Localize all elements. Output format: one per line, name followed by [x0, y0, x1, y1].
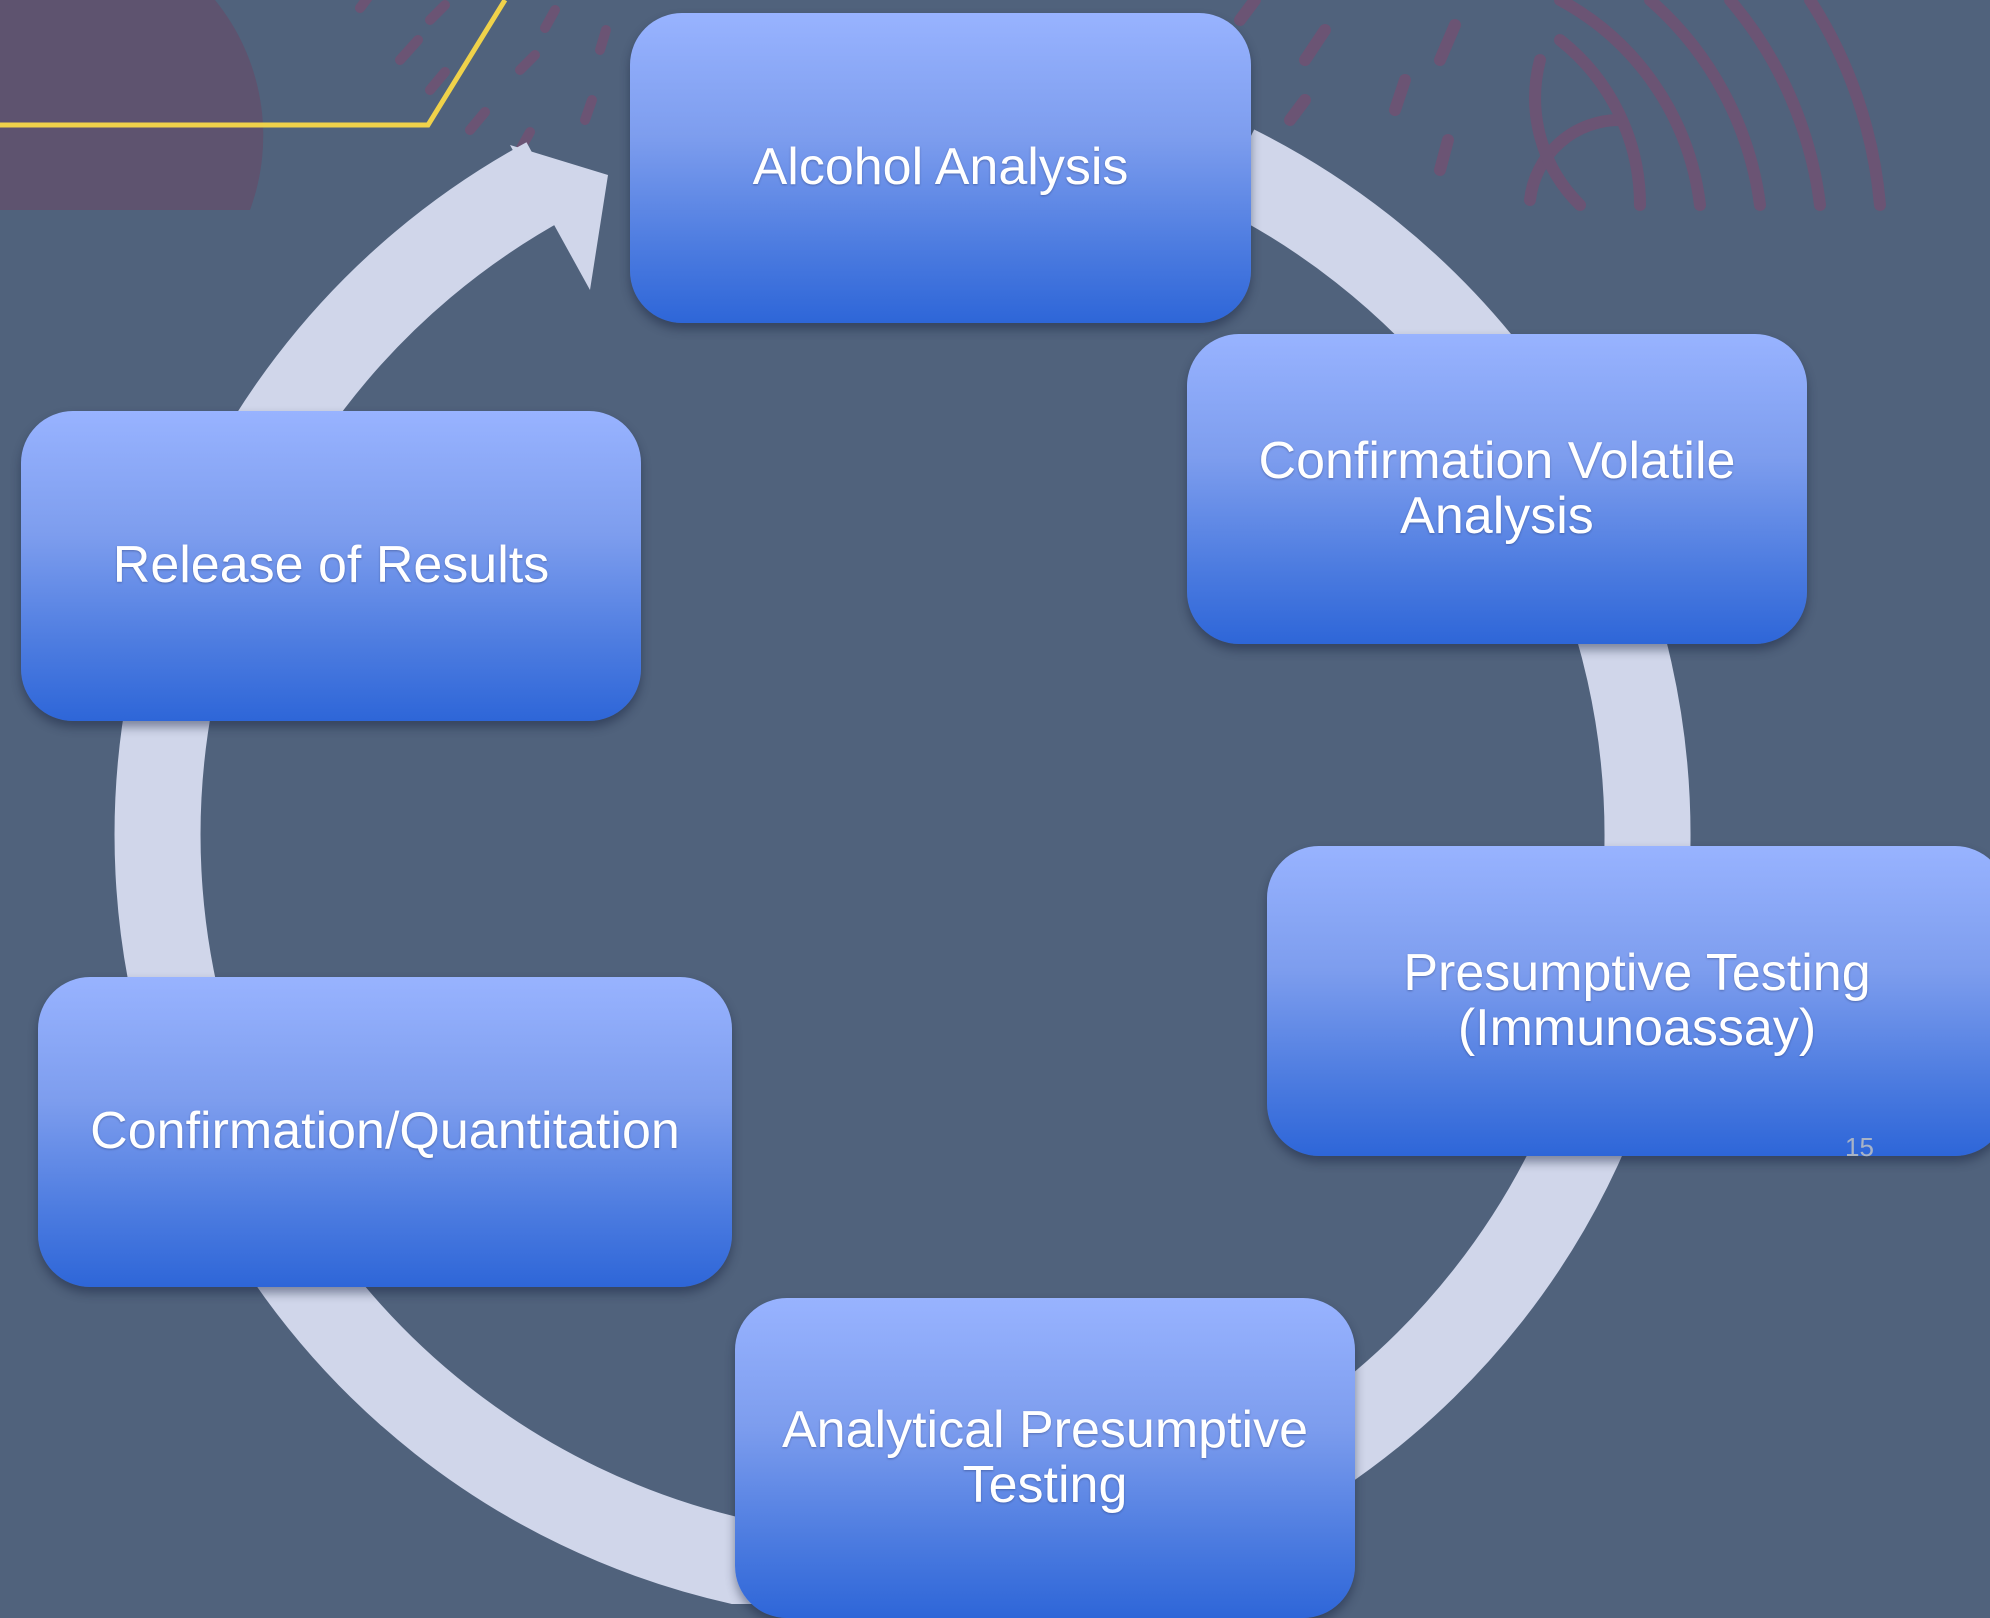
step-alcohol-analysis: Alcohol Analysis	[630, 13, 1251, 323]
decor-top-right	[1234, 0, 1886, 211]
step-release-of-results: Release of Results	[21, 411, 641, 721]
step-analytical-presumptive-testing: Analytical Presumptive Testing	[735, 1298, 1355, 1618]
cycle-arrowhead	[510, 145, 608, 290]
step-label: Alcohol Analysis	[752, 138, 1129, 197]
step-label: Analytical Presumptive Testing	[782, 1400, 1308, 1514]
step-label: Confirmation/Quantitation	[90, 1102, 680, 1161]
step-label: Presumptive Testing (Immunoassay)	[1403, 943, 1871, 1057]
page-number: 15	[1845, 1132, 1874, 1162]
step-label: Release of Results	[112, 536, 550, 595]
step-confirmation-volatile-analysis: Confirmation Volatile Analysis	[1187, 334, 1807, 644]
step-presumptive-testing: Presumptive Testing (Immunoassay)	[1267, 846, 1990, 1156]
decor-semicircle	[0, 0, 264, 210]
accent-line	[0, 0, 508, 128]
step-confirmation-quantitation: Confirmation/Quantitation	[38, 977, 732, 1287]
step-label: Confirmation Volatile Analysis	[1258, 431, 1736, 545]
decor-top-left	[0, 0, 611, 210]
